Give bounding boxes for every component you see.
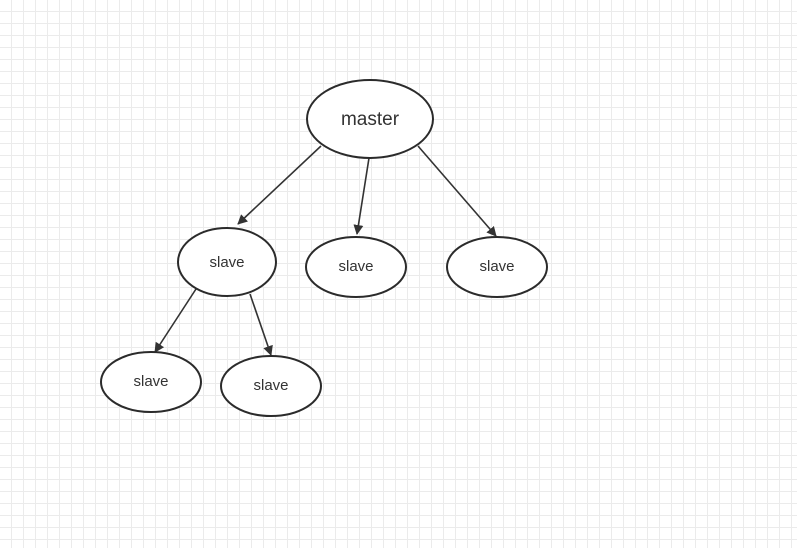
node-slave-b-label: slave (338, 258, 373, 275)
node-master-shape (306, 79, 434, 159)
node-slave-c-label: slave (479, 258, 514, 275)
node-slave-b[interactable]: slave (305, 236, 407, 298)
node-slave-a-label: slave (209, 254, 244, 271)
node-slave-a2-label: slave (253, 377, 288, 394)
edge-slave-a-to-slave-a1 (154, 288, 197, 353)
edge-master-to-slave-b (353, 157, 370, 235)
node-slave-c-shape (446, 236, 548, 298)
node-slave-a1-shape (100, 351, 202, 413)
node-slave-a1[interactable]: slave (100, 351, 202, 413)
edge-master-to-slave-c (417, 145, 497, 237)
node-slave-c[interactable]: slave (446, 236, 548, 298)
node-slave-a[interactable]: slave (177, 227, 277, 297)
node-master-label: master (341, 109, 400, 130)
node-slave-a2-shape (220, 355, 322, 417)
node-slave-a2[interactable]: slave (220, 355, 322, 417)
edges-layer (154, 145, 497, 356)
node-master[interactable]: master (306, 79, 434, 159)
edge-slave-a-to-slave-a2 (249, 293, 273, 356)
node-slave-b-shape (305, 236, 407, 298)
edge-master-to-slave-a (237, 145, 322, 225)
node-slave-a-shape (177, 227, 277, 297)
node-slave-a1-label: slave (133, 373, 168, 390)
